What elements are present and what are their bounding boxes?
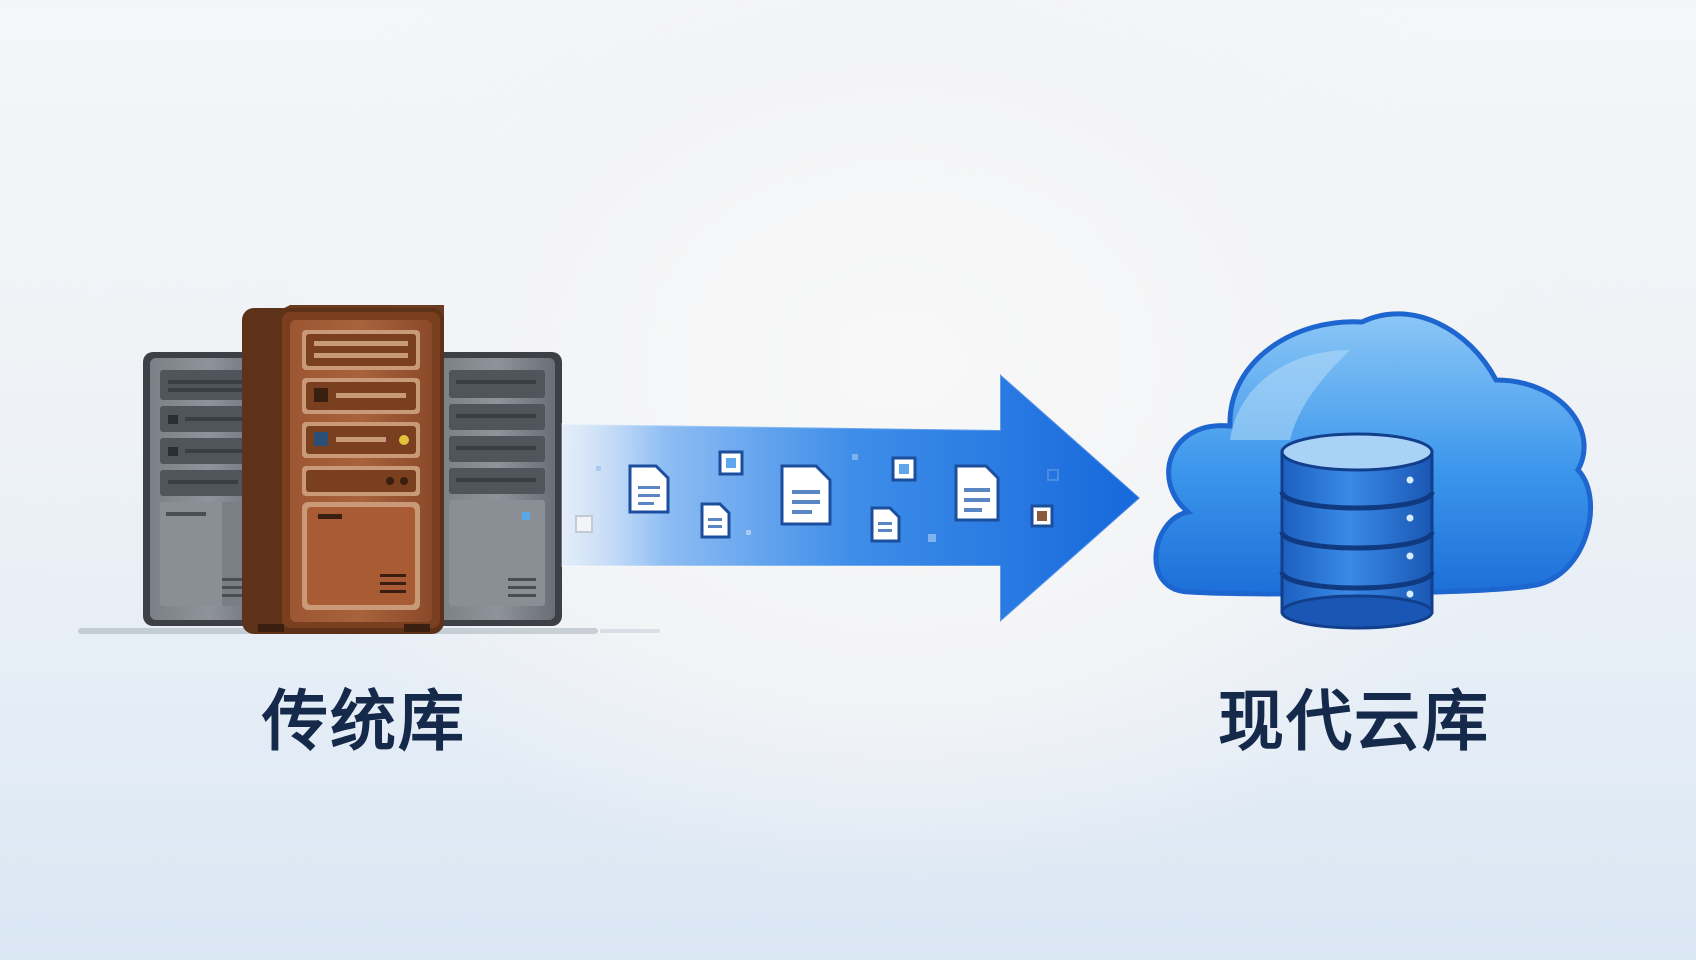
document-1 (628, 464, 670, 514)
server-tower-center (242, 305, 444, 634)
document-2 (700, 502, 731, 539)
server-rack-icon (143, 305, 562, 634)
document-3 (780, 464, 832, 526)
document-4 (870, 506, 901, 543)
target-label: 现代云库 (1218, 683, 1490, 760)
document-icon (628, 464, 1000, 543)
server-tower-right (432, 352, 562, 626)
cloud-database-icon (1153, 311, 1594, 630)
migration-arrow (561, 371, 1142, 625)
document-5 (954, 464, 1000, 522)
data-bits (575, 450, 1059, 542)
source-label: 传统库 (262, 683, 466, 760)
database-cylinder (1279, 432, 1435, 630)
